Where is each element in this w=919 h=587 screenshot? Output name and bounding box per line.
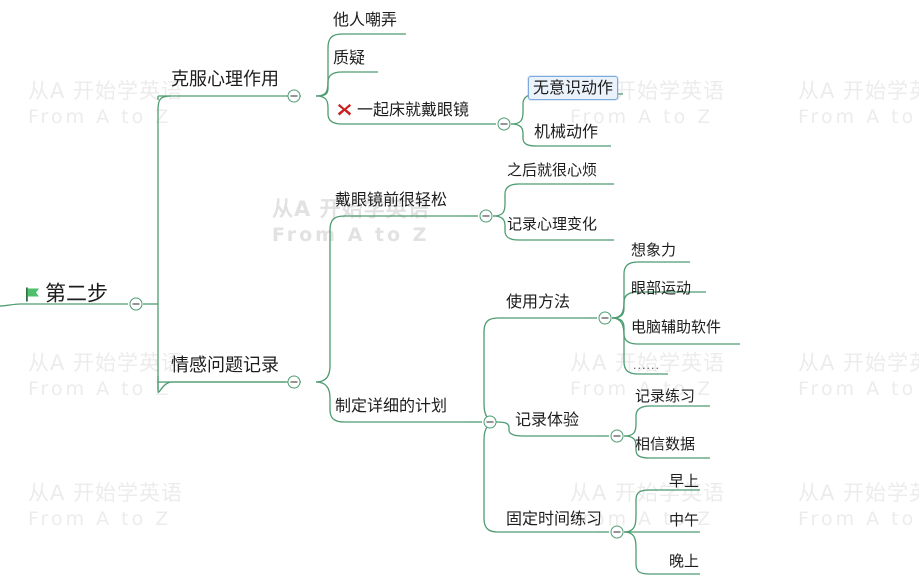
node-label: 眼部运动 xyxy=(631,279,692,297)
collapse-toggle-b2c2c[interactable] xyxy=(610,525,624,539)
node-b2c2a3[interactable]: 电脑辅助软件 xyxy=(628,316,724,338)
node-label: 制定详细的计划 xyxy=(335,396,448,415)
node-label: 记录练习 xyxy=(635,387,696,405)
node-b2c2a4[interactable]: ...... xyxy=(630,355,663,377)
node-label: 记录体验 xyxy=(515,410,580,429)
node-b2c2[interactable]: 制定详细的计划 xyxy=(332,395,450,417)
node-b2c1[interactable]: 戴眼镜前很轻松 xyxy=(332,189,450,211)
node-label: 中午 xyxy=(669,511,700,529)
node-b2c2c1[interactable]: 早上 xyxy=(666,470,702,492)
node-label: 情感问题记录 xyxy=(171,355,279,376)
node-label: 之后就很心烦 xyxy=(507,161,598,179)
collapse-toggle-b1c3[interactable] xyxy=(497,117,511,131)
node-label: 固定时间练习 xyxy=(506,509,603,528)
node-b2c2b[interactable]: 记录体验 xyxy=(512,409,582,431)
node-label: 相信数据 xyxy=(635,435,696,453)
node-b1c3[interactable]: 一起床就戴眼镜 xyxy=(334,99,472,121)
node-b2c2c3[interactable]: 晚上 xyxy=(666,550,702,572)
node-b1c3a-selected[interactable]: 无意识动作 xyxy=(528,76,619,100)
green-flag-icon xyxy=(25,284,41,302)
node-branch-2[interactable]: 情感问题记录 xyxy=(168,355,282,377)
node-label: 一起床就戴眼镜 xyxy=(357,100,470,119)
node-b2c2a[interactable]: 使用方法 xyxy=(503,291,573,313)
collapse-toggle-branch-2[interactable] xyxy=(287,375,301,389)
collapse-toggle-b2c2[interactable] xyxy=(483,415,497,429)
node-b2c2b1[interactable]: 记录练习 xyxy=(632,385,698,407)
root-node-label: 第二步 xyxy=(45,281,108,306)
node-label: ...... xyxy=(633,359,660,372)
node-label: 想象力 xyxy=(631,241,677,259)
node-label: 晚上 xyxy=(669,552,700,570)
node-b2c2c2[interactable]: 中午 xyxy=(666,509,702,531)
node-label: 使用方法 xyxy=(506,292,571,311)
node-b1c2[interactable]: 质疑 xyxy=(330,47,368,69)
node-label: 电脑辅助软件 xyxy=(631,318,722,336)
collapse-toggle-b2c1[interactable] xyxy=(479,209,493,223)
collapse-toggle-b2c2b[interactable] xyxy=(610,429,624,443)
node-b2c2c[interactable]: 固定时间练习 xyxy=(503,508,605,530)
node-b2c2a1[interactable]: 想象力 xyxy=(628,239,679,261)
root-node[interactable]: 第二步 xyxy=(22,281,111,308)
node-label: 机械动作 xyxy=(534,122,599,141)
node-branch-1[interactable]: 克服心理作用 xyxy=(168,69,282,91)
node-b1c1[interactable]: 他人嘲弄 xyxy=(330,9,400,31)
red-x-icon xyxy=(337,102,352,117)
collapse-toggle-root[interactable] xyxy=(129,297,143,311)
node-b2c1b[interactable]: 记录心理变化 xyxy=(504,213,600,235)
node-label: 记录心理变化 xyxy=(507,215,598,233)
node-label: 早上 xyxy=(669,472,700,490)
collapse-toggle-b2c2a[interactable] xyxy=(598,311,612,325)
node-label: 戴眼镜前很轻松 xyxy=(335,190,448,209)
node-b2c2b2[interactable]: 相信数据 xyxy=(632,433,698,455)
node-label: 克服心理作用 xyxy=(171,69,279,90)
node-b2c2a2[interactable]: 眼部运动 xyxy=(628,277,694,299)
collapse-toggle-branch-1[interactable] xyxy=(287,89,301,103)
node-label: 无意识动作 xyxy=(533,78,614,97)
node-label: 质疑 xyxy=(333,48,366,67)
node-label: 他人嘲弄 xyxy=(333,10,398,29)
node-b2c1a[interactable]: 之后就很心烦 xyxy=(504,159,600,181)
node-b1c3b[interactable]: 机械动作 xyxy=(531,121,601,143)
